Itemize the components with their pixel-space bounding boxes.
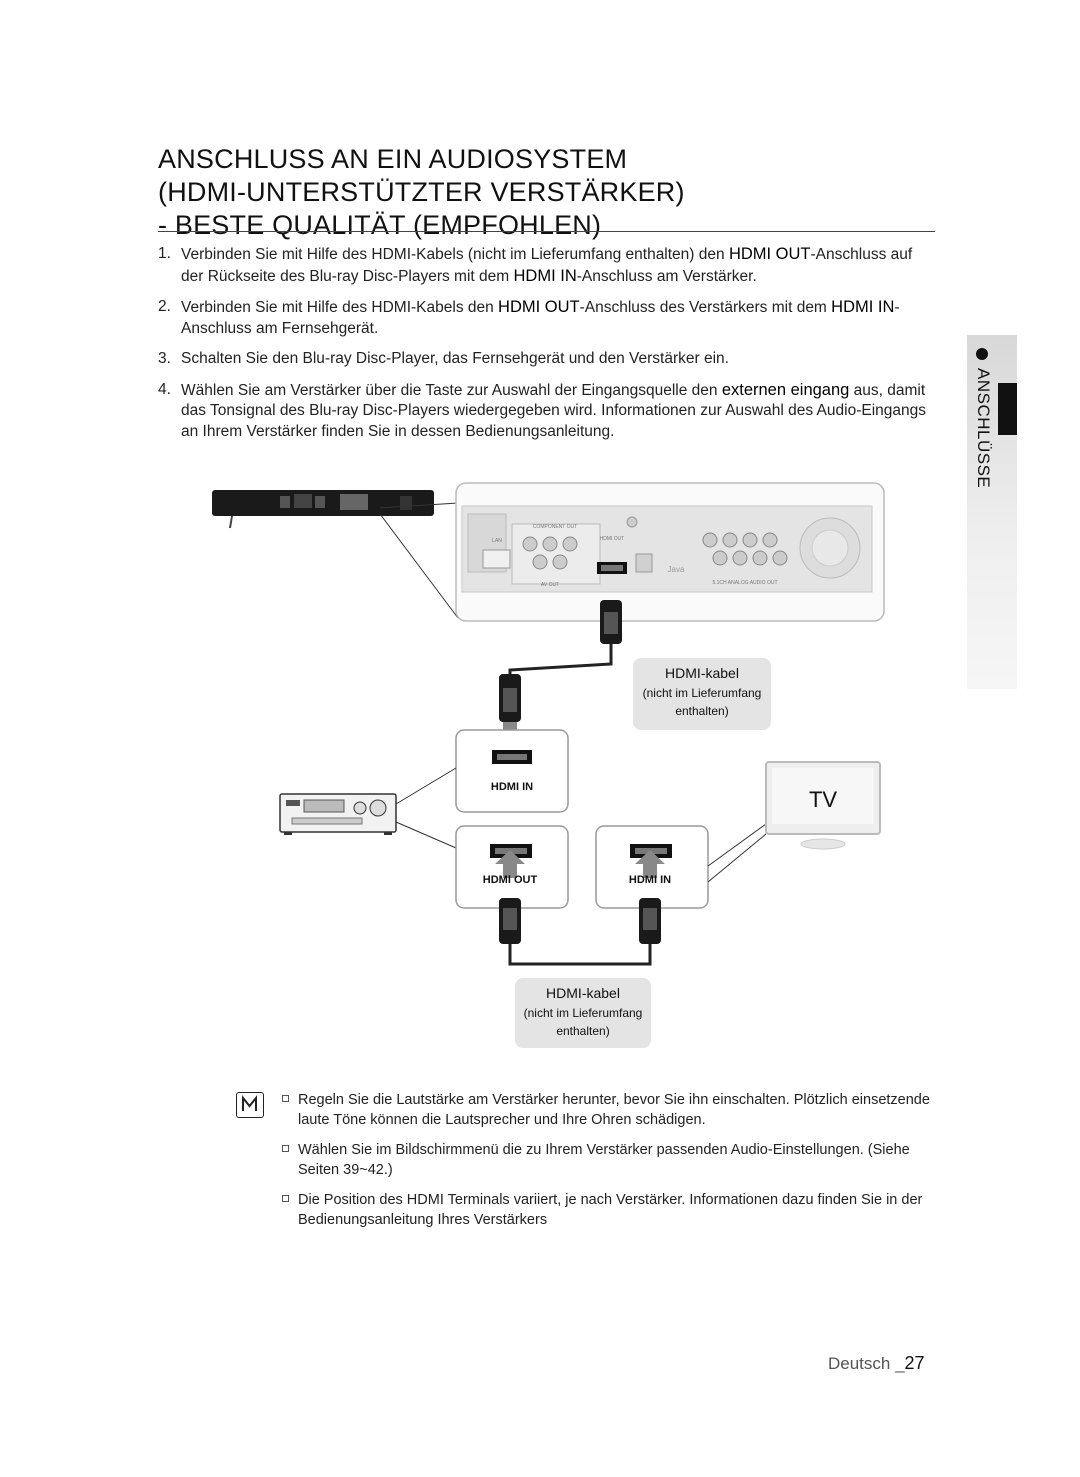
title-line-2: (HDMI-UNTERSTÜTZTER VERSTÄRKER) bbox=[158, 177, 685, 207]
amp-hdmi-out-label: HDMI OUT bbox=[483, 874, 538, 886]
step-text: Wählen Sie am Verstärker über die Taste … bbox=[181, 381, 722, 399]
note-text: Die Position des HDMI Terminals variiert… bbox=[298, 1192, 923, 1228]
cable-2-line3: enthalten) bbox=[556, 1024, 609, 1038]
chapter-tab-marker bbox=[998, 383, 1017, 435]
step-4: 4. Wählen Sie am Verstärker über die Tas… bbox=[158, 380, 928, 443]
cable-2-line2: (nicht im Lieferumfang bbox=[524, 1006, 643, 1020]
cable-1-line2: (nicht im Lieferumfang bbox=[643, 686, 762, 700]
instruction-steps: 1. Verbinden Sie mit Hilfe des HDMI-Kabe… bbox=[158, 244, 928, 452]
note-text: Wählen Sie im Bildschirmmenü die zu Ihre… bbox=[298, 1142, 910, 1178]
step-highlight: HDMI OUT bbox=[728, 245, 811, 263]
step-highlight: HDMI OUT bbox=[498, 298, 580, 316]
square-bullet-icon bbox=[282, 1145, 289, 1152]
step-number: 2. bbox=[158, 298, 171, 315]
tv-label: TV bbox=[809, 787, 837, 812]
tv-hdmi-in-label: HDMI IN bbox=[629, 874, 671, 886]
hdmi-cable-2 bbox=[499, 898, 661, 966]
step-number: 3. bbox=[158, 350, 171, 367]
cable-label-2: HDMI-kabel (nicht im Lieferumfang enthal… bbox=[515, 978, 651, 1048]
amp-hdmi-in-label: HDMI IN bbox=[491, 781, 533, 793]
page-footer: Deutsch _27 bbox=[828, 1353, 925, 1374]
note-item: Die Position des HDMI Terminals variiert… bbox=[282, 1190, 937, 1230]
title-divider bbox=[158, 231, 935, 232]
title-line-1: ANSCHLUSS AN EIN AUDIOSYSTEM bbox=[158, 144, 628, 174]
java-logo: Java bbox=[668, 565, 685, 574]
hdmi-out-panel-label: HDMI OUT bbox=[600, 536, 625, 542]
cable-1-line3: enthalten) bbox=[675, 704, 728, 718]
av-out-label: AV OUT bbox=[541, 582, 559, 588]
note-text: Regeln Sie die Lautstärke am Verstärker … bbox=[298, 1092, 930, 1128]
amp-hdmi-out-callout: HDMI OUT bbox=[455, 825, 569, 909]
bluray-player-illustration bbox=[212, 490, 434, 529]
title-line-3: - BESTE QUALITÄT (EMPFOHLEN) bbox=[158, 210, 602, 240]
step-highlight: HDMI IN bbox=[831, 298, 895, 316]
cable-2-title: HDMI-kabel bbox=[546, 985, 620, 1001]
hdmi-cable-1 bbox=[495, 600, 622, 750]
step-highlight: externen eingang bbox=[721, 380, 850, 399]
note-item: Wählen Sie im Bildschirmmenü die zu Ihre… bbox=[282, 1140, 937, 1180]
note-item: Regeln Sie die Lautstärke am Verstärker … bbox=[282, 1090, 937, 1130]
page-title: ANSCHLUSS AN EIN AUDIOSYSTEM (HDMI-UNTER… bbox=[158, 143, 938, 242]
step-number: 4. bbox=[158, 380, 171, 398]
square-bullet-icon bbox=[282, 1095, 289, 1102]
note-icon bbox=[236, 1092, 264, 1118]
square-bullet-icon bbox=[282, 1195, 289, 1202]
rear-panel-zoom: LAN COMPONENT OUT AV OUT HDMI OUT Java 5… bbox=[455, 482, 885, 622]
cable-1-title: HDMI-kabel bbox=[665, 665, 739, 681]
step-1: 1. Verbinden Sie mit Hilfe des HDMI-Kabe… bbox=[158, 244, 928, 287]
step-text: -Anschluss des Verstärkers mit dem bbox=[579, 299, 832, 316]
step-text: -Anschluss am Verstärker. bbox=[576, 267, 757, 285]
step-text: Verbinden Sie mit Hilfe des HDMI-Kabels … bbox=[181, 299, 499, 316]
step-2: 2. Verbinden Sie mit Hilfe des HDMI-Kabe… bbox=[158, 297, 928, 339]
footer-language: Deutsch _ bbox=[828, 1354, 905, 1373]
connection-diagram: LAN COMPONENT OUT AV OUT HDMI OUT Java 5… bbox=[212, 482, 885, 1048]
lan-port-label: LAN bbox=[492, 538, 502, 544]
amp-hdmi-in-callout: HDMI IN bbox=[455, 729, 569, 813]
step-text: -Anschluss auf der Rückseite des Blu-ray… bbox=[181, 246, 913, 285]
tv-hdmi-in-callout: HDMI IN bbox=[595, 823, 767, 909]
analog-audio-label: 5.1CH ANALOG AUDIO OUT bbox=[712, 580, 777, 586]
step-text: Schalten Sie den Blu-ray Disc-Player, da… bbox=[181, 350, 729, 367]
chapter-bullet-icon bbox=[976, 348, 988, 360]
step-3: 3. Schalten Sie den Blu-ray Disc-Player,… bbox=[158, 349, 928, 370]
tv-illustration: TV bbox=[765, 761, 881, 850]
amplifier-illustration bbox=[279, 767, 457, 849]
chapter-label: ANSCHLÜSSE bbox=[974, 368, 993, 489]
step-text: Verbinden Sie mit Hilfe des HDMI-Kabels … bbox=[181, 246, 729, 263]
step-highlight: HDMI IN bbox=[513, 266, 577, 285]
cable-label-1: HDMI-kabel (nicht im Lieferumfang enthal… bbox=[633, 658, 771, 730]
step-text: aus, damit das Tonsignal des Blu-ray Dis… bbox=[181, 381, 926, 440]
step-number: 1. bbox=[158, 245, 171, 262]
page-number: 27 bbox=[904, 1353, 925, 1373]
component-out-label: COMPONENT OUT bbox=[533, 524, 577, 530]
step-text: -Anschluss am Fernsehgerät. bbox=[181, 299, 900, 337]
